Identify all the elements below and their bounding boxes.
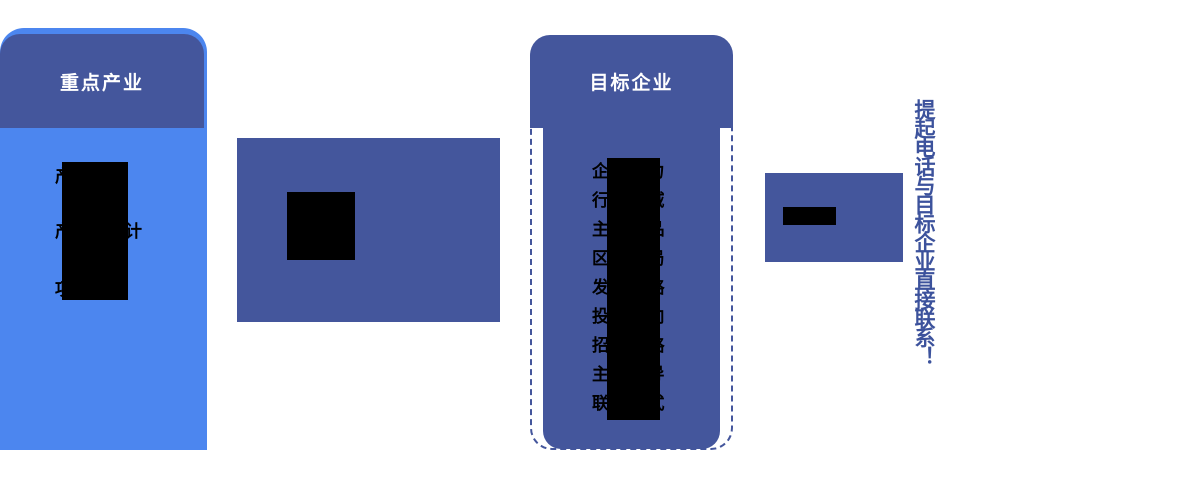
criteria-line-industry: 锁定行业 <box>287 240 352 259</box>
target-item-contact-info: 联系方式 <box>592 394 666 414</box>
key-industries-title: 重点产业 <box>59 71 144 94</box>
target-item-strength: 企业实力 <box>592 162 666 182</box>
criteria-lines: 确定标准 锁定区域 锁定行业 <box>287 195 351 261</box>
target-item-main-products: 主要产品 <box>592 220 666 240</box>
target-enterprises-header: 目标企业 <box>530 35 733 128</box>
target-enterprises-title: 目标企业 <box>589 72 674 94</box>
criteria-line-region: 锁定区域 <box>287 218 352 237</box>
target-item-attraction-strategy: 招商策略 <box>592 336 666 356</box>
key-industries-item-cluster: 产业集群 <box>55 167 125 187</box>
target-item-industry-field: 行业领域 <box>592 191 666 211</box>
criteria-box <box>237 138 500 322</box>
key-industries-item-chain-design: 产业链设计 <box>55 222 143 242</box>
key-industries-item-project-design: 项目设计 <box>55 280 125 300</box>
key-industries-redaction-rect <box>62 162 128 300</box>
target-item-regional-layout: 区域布局 <box>592 249 666 269</box>
target-enterprises-list: 企业实力 行业领域 主要产品 区域布局 发展战略 投资意向 招商策略 主要领导 … <box>592 158 666 419</box>
target-item-investment-intention: 投资意向 <box>592 307 666 327</box>
criteria-redaction-rect <box>287 192 355 260</box>
key-industries-header: 重点产业 <box>0 34 204 128</box>
target-enterprises-redaction-rect <box>607 158 660 420</box>
slogan-vertical-text: 提起电话与目标企业直接联系！ <box>912 99 936 365</box>
next-step-redaction-rect <box>783 207 836 225</box>
target-item-main-leaders: 主要领导 <box>592 365 666 385</box>
criteria-line-standard: 确定标准 <box>287 196 352 215</box>
next-step-label: 下一步 <box>784 206 836 225</box>
target-item-development-strategy: 发展战略 <box>592 278 666 298</box>
